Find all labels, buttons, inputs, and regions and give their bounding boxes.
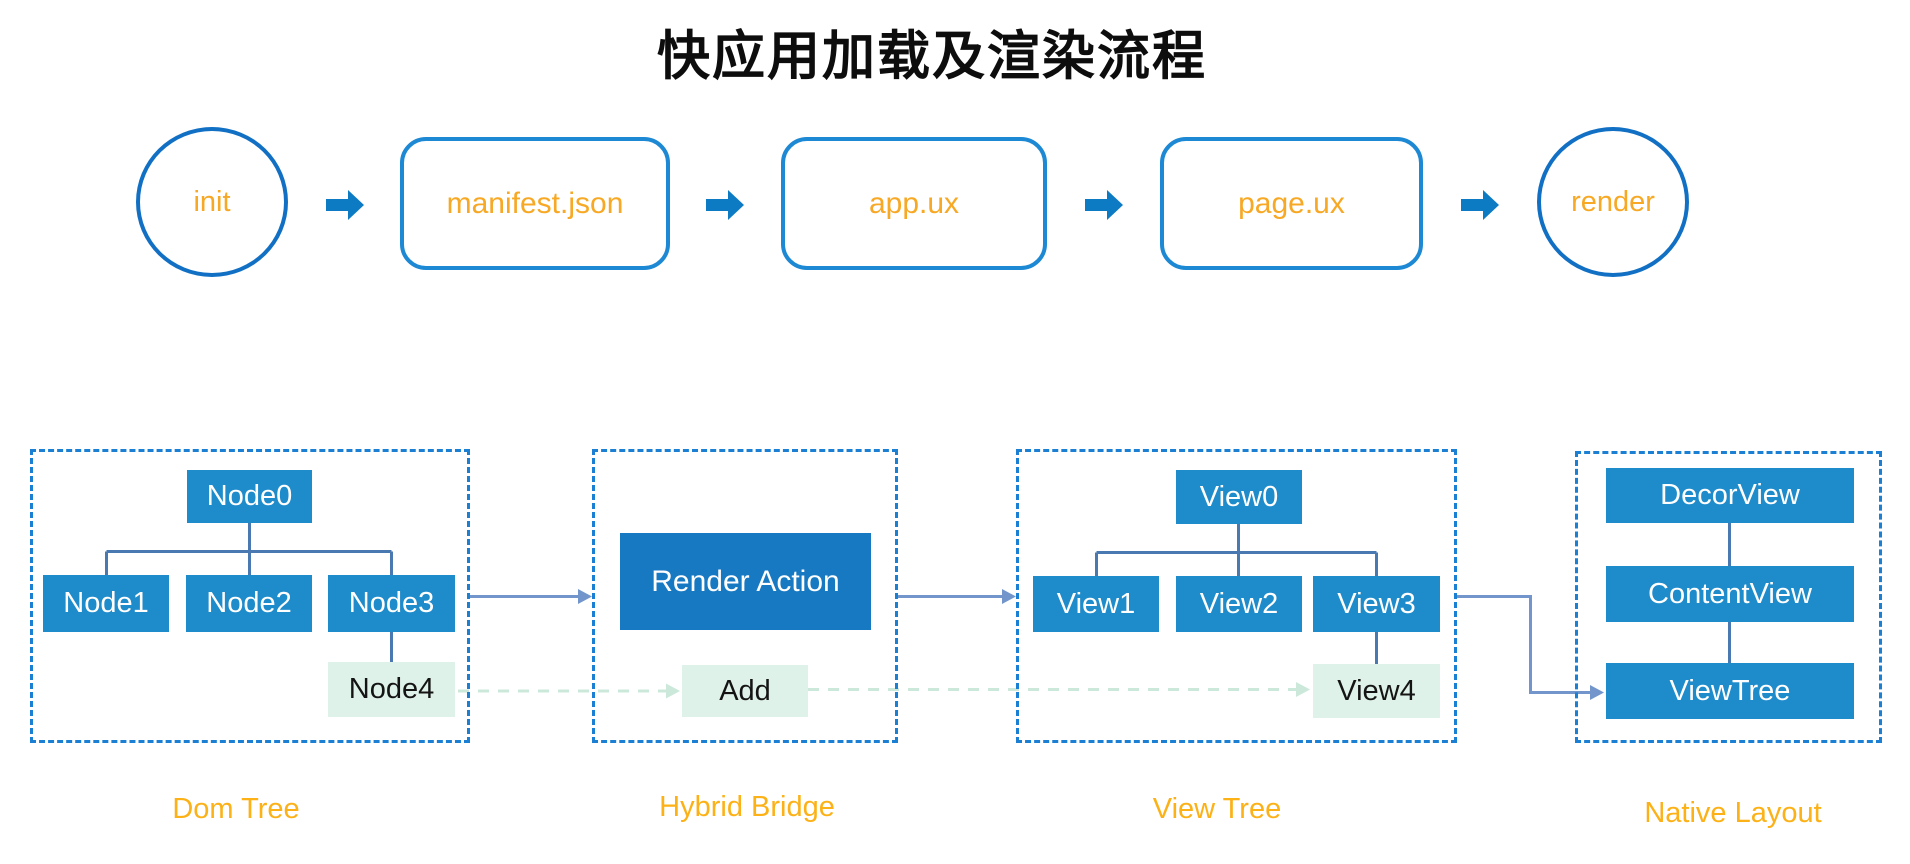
flow-step-page-ux: page.ux	[1160, 137, 1423, 270]
dom-tree-node2-label: Node2	[206, 587, 292, 619]
arrow-viewtree-to-nativelayout	[1457, 595, 1590, 694]
view-tree-view0-label: View0	[1199, 480, 1279, 513]
render-action-box: Render Action	[620, 533, 871, 630]
arrow-manifest-to-appux-icon	[706, 190, 744, 220]
dom-tree-node0-label: Node0	[206, 480, 293, 512]
view-tree-view0: View0	[1176, 470, 1302, 524]
dom-tree-group-label: Dom Tree	[172, 793, 300, 825]
view-tree-view1: View1	[1033, 576, 1159, 632]
dom-tree-node4-pending: Node4	[328, 662, 455, 717]
flow-step-app-ux: app.ux	[781, 137, 1047, 270]
flow-step-manifest-json: manifest.json	[400, 137, 670, 270]
dom-tree-node1-label: Node1	[63, 587, 149, 619]
native-decorview-box: DecorView	[1606, 468, 1854, 523]
page-title: 快应用加载及渲染流程	[657, 28, 1207, 86]
native-contentview-box: ContentView	[1606, 566, 1854, 622]
dom-tree-node4-label: Node4	[348, 673, 435, 705]
flow-step-render-label: render	[1571, 185, 1655, 218]
add-action-box: Add	[682, 665, 808, 717]
arrow-pageux-to-render-icon	[1461, 190, 1499, 220]
native-viewtree-label: ViewTree	[1669, 674, 1791, 707]
dom-tree-node3-label: Node3	[348, 587, 435, 619]
arrow-domtree-to-hybridbridge-head-icon	[578, 589, 592, 604]
flow-step-init: init	[136, 127, 288, 277]
arrow-appux-to-pageux-icon	[1085, 190, 1123, 220]
flow-step-app-ux-label: app.ux	[868, 186, 960, 220]
dom-tree-node0: Node0	[187, 470, 312, 523]
flow-step-init-label: init	[193, 185, 231, 218]
view-tree-group-label: View Tree	[1152, 793, 1282, 825]
view-tree-view1-label: View1	[1056, 587, 1136, 620]
view-tree-view2: View2	[1176, 576, 1302, 632]
dom-tree-group-box	[30, 449, 470, 743]
dom-tree-node2: Node2	[186, 575, 312, 632]
native-viewtree-box: ViewTree	[1606, 663, 1854, 719]
render-action-label: Render Action	[651, 564, 840, 598]
native-layout-group-label: Native Layout	[1644, 797, 1822, 829]
hybrid-bridge-group-label: Hybrid Bridge	[659, 791, 835, 823]
view-tree-group-box	[1016, 449, 1457, 743]
flow-step-render: render	[1537, 127, 1689, 277]
view-tree-view3-label: View3	[1337, 587, 1416, 620]
hybrid-bridge-group-box	[592, 449, 898, 743]
add-action-label: Add	[719, 674, 771, 707]
view-tree-view4-pending: View4	[1313, 664, 1440, 718]
native-decorview-label: DecorView	[1660, 479, 1800, 511]
arrow-init-to-manifest-icon	[326, 190, 364, 220]
flow-step-manifest-json-label: manifest.json	[446, 186, 624, 220]
native-contentview-label: ContentView	[1648, 577, 1812, 610]
view-tree-view3: View3	[1313, 576, 1440, 632]
dom-tree-node1: Node1	[43, 575, 169, 632]
view-tree-view4-label: View4	[1337, 674, 1416, 707]
view-tree-view2-label: View2	[1199, 587, 1279, 620]
dom-tree-node3: Node3	[328, 575, 455, 632]
flow-step-page-ux-label: page.ux	[1238, 186, 1345, 220]
arrow-hybridbridge-to-viewtree-head-icon	[1002, 589, 1016, 604]
